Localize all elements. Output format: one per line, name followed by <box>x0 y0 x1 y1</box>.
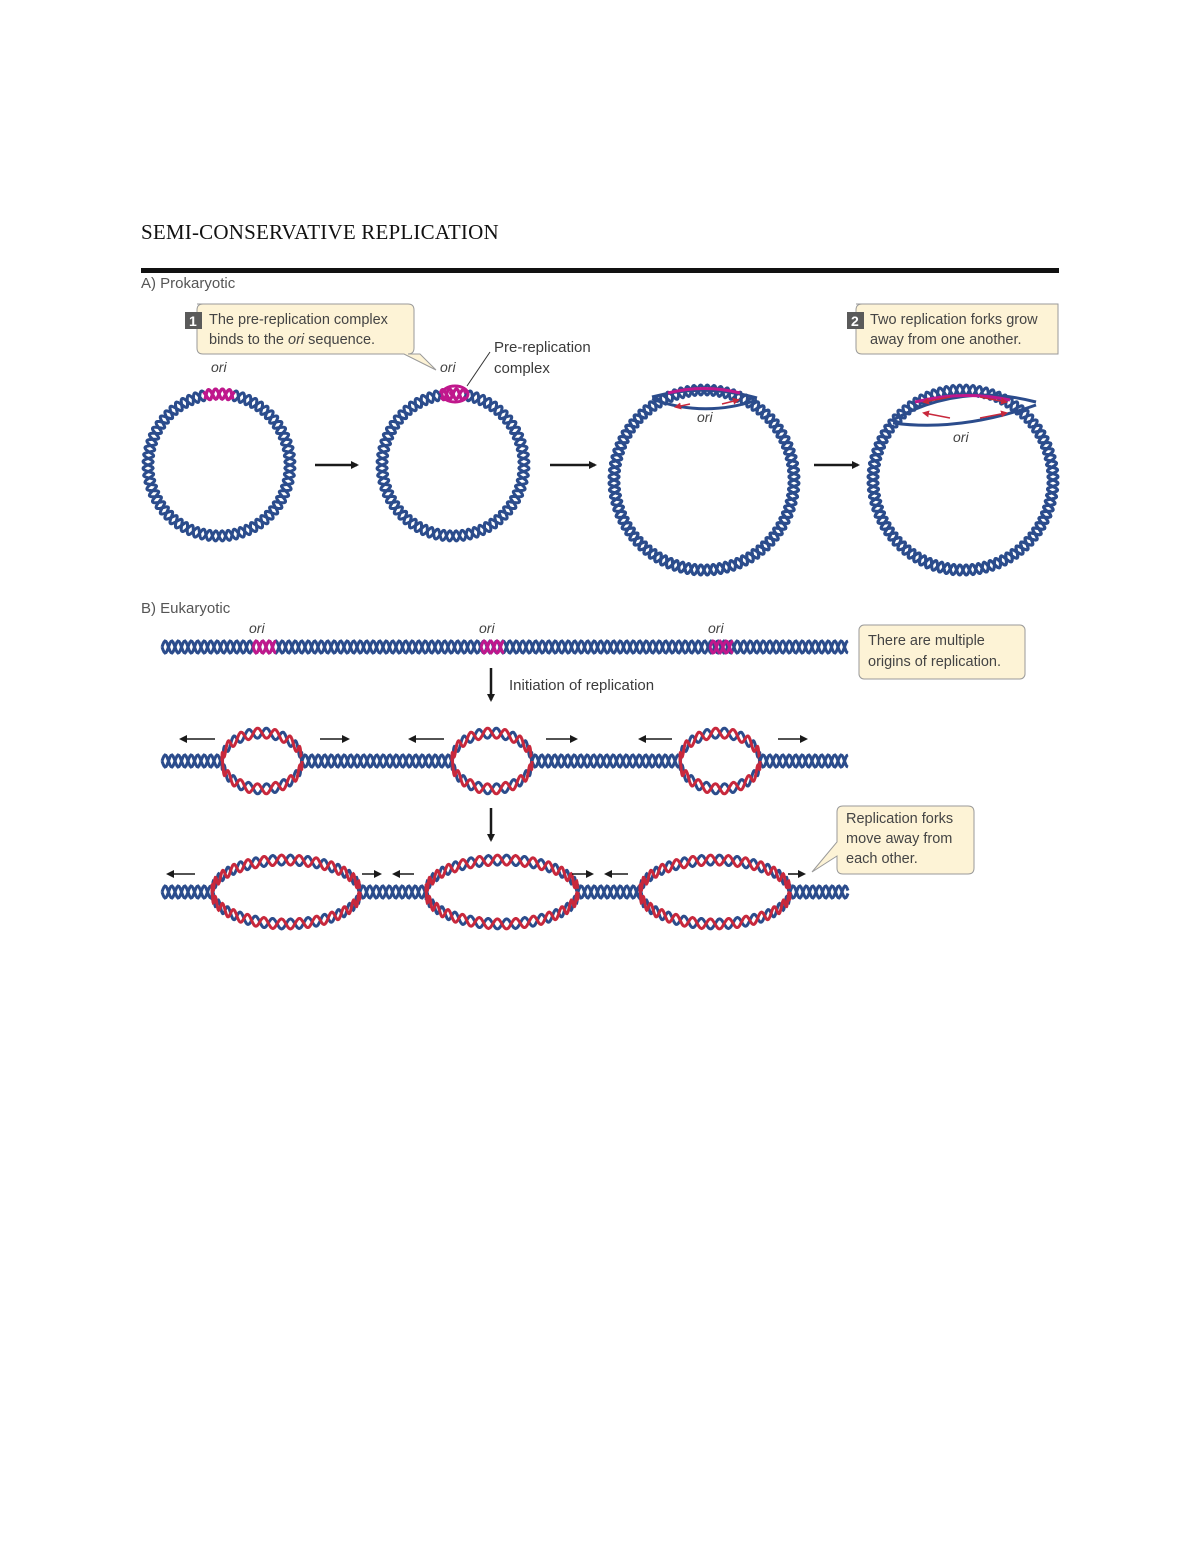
ori-label-b1: ori <box>249 620 265 636</box>
ori-label-circle-4: ori <box>953 429 969 445</box>
complex-label-line1: Pre-replication <box>494 339 591 356</box>
ori-label-b3: ori <box>708 620 724 636</box>
callout2-line2: away from one another. <box>870 332 1022 348</box>
ori-label-circle-2: ori <box>440 359 456 375</box>
callout1-line1: The pre-replication complex <box>209 312 389 328</box>
section-b-label: B) Eukaryotic <box>141 600 231 617</box>
ori-label-circle-1: ori <box>211 359 227 375</box>
plasmid-circle-1 <box>143 389 295 541</box>
step-2-number: 2 <box>851 313 859 329</box>
multiple-origins-line2: origins of replication. <box>868 654 1001 670</box>
initiation-label: Initiation of replication <box>509 677 654 694</box>
section-a-label: A) Prokaryotic <box>141 275 236 292</box>
callout1-line2: binds to the ori sequence. <box>209 332 375 348</box>
linear-dna <box>162 641 848 653</box>
forks-move-line3: each other. <box>846 851 918 867</box>
forks-move-line2: move away from <box>846 831 952 847</box>
ori-label-b2: ori <box>479 620 495 636</box>
ori-label-circle-3: ori <box>697 409 713 425</box>
forks-move-line1: Replication forks <box>846 811 953 827</box>
callout-two-forks: 2 Two replication forks grow away from o… <box>847 304 1058 354</box>
callout-multiple-origins: There are multiple origins of replicatio… <box>859 625 1025 679</box>
plasmid-circle-4 <box>868 385 1058 575</box>
callout-forks-move: Replication forks move away from each ot… <box>812 806 974 874</box>
complex-label-line2: complex <box>494 360 550 377</box>
callout2-line1: Two replication forks grow <box>870 312 1038 328</box>
step-1-number: 1 <box>189 313 197 329</box>
replication-bubbles-small <box>162 728 848 794</box>
plasmid-circle-2 <box>377 389 529 541</box>
replication-bubbles-large <box>162 855 848 929</box>
multiple-origins-line1: There are multiple <box>868 633 985 649</box>
